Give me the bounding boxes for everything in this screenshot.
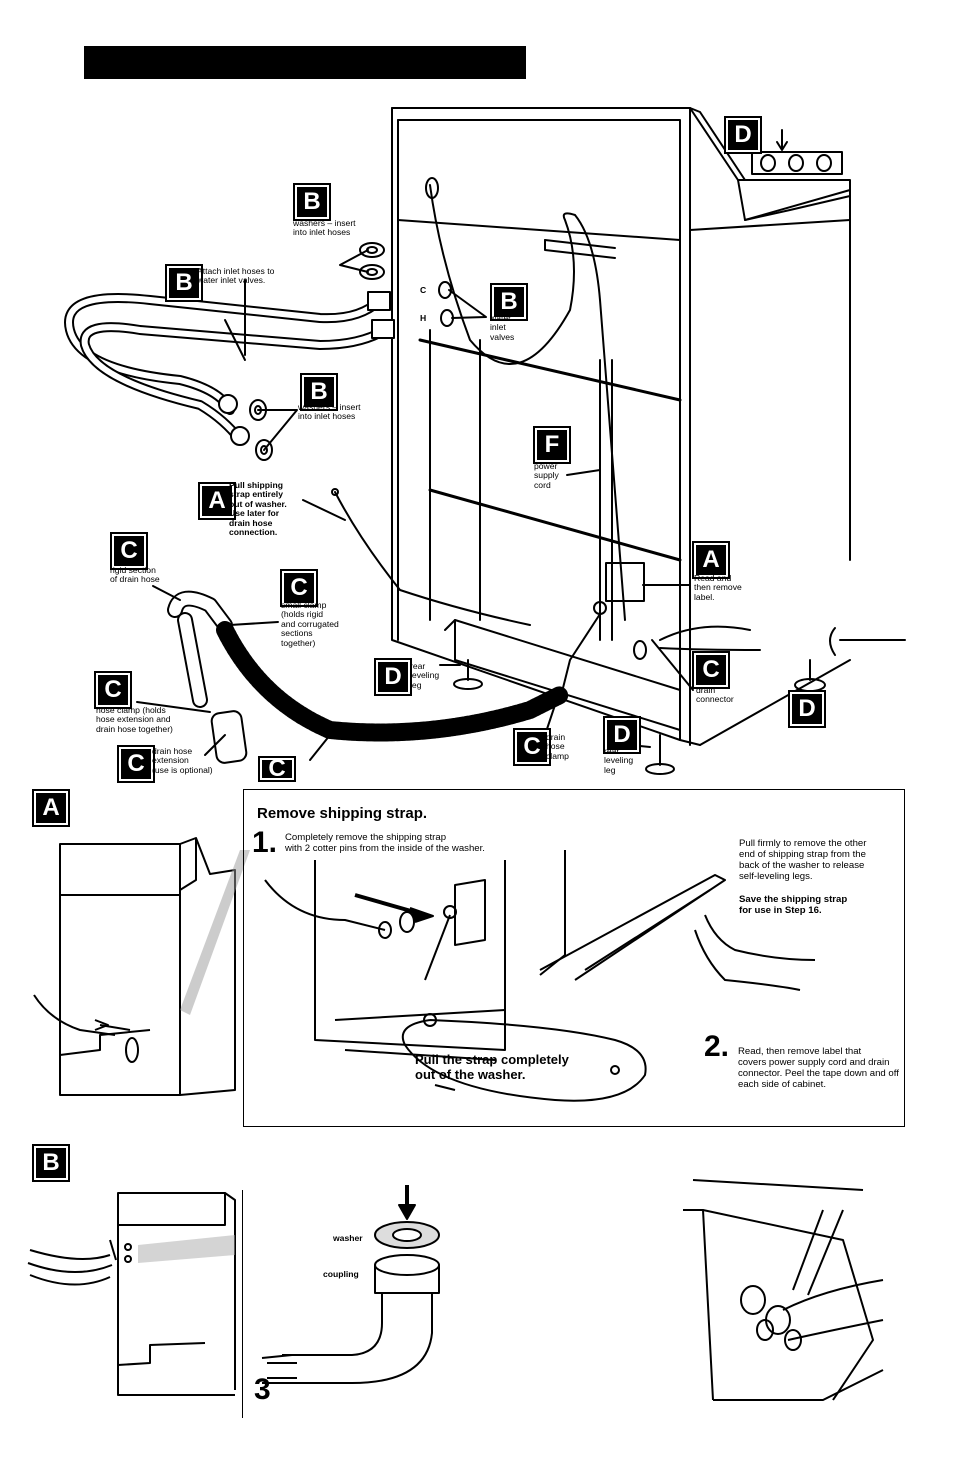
label-washers-mid: washers – insert into inlet hoses bbox=[298, 402, 361, 422]
badge-b-washers-mid: B bbox=[300, 373, 338, 411]
panel-a-strap-illustration bbox=[264, 850, 816, 1102]
badge-d-wrench: D bbox=[788, 690, 826, 728]
step-3-number: 3 bbox=[254, 1373, 271, 1406]
badge-f-cord: F bbox=[533, 426, 571, 464]
label-washer-part: washer bbox=[333, 1233, 363, 1243]
section-b-divider bbox=[242, 1190, 243, 1418]
label-rear-leveling-leg-2: rear leveling leg bbox=[604, 746, 634, 775]
badge-d-rear-leg-2: D bbox=[603, 716, 641, 754]
pull-firmly-text: Pull firmly to remove the other end of s… bbox=[739, 838, 867, 882]
step-2-number: 2. bbox=[704, 1030, 730, 1063]
label-hose-clamp: hose clamp (holds hose extension and dra… bbox=[96, 705, 173, 734]
label-small-clamp: small clamp (holds rigid and corrugated … bbox=[281, 600, 339, 648]
section-a-badge: A bbox=[32, 789, 70, 827]
step-1-number: 1. bbox=[252, 826, 278, 859]
hand-connecting-hose-illustration bbox=[683, 1179, 884, 1401]
badge-a-pull: A bbox=[198, 482, 236, 520]
label-coupling-part: coupling bbox=[323, 1269, 359, 1279]
label-pull-shipping: Pull shipping strap entirely out of wash… bbox=[229, 480, 287, 538]
label-water-inlet-valves: water inlet valves bbox=[490, 313, 515, 342]
label-power-supply-cord: power supply cord bbox=[534, 461, 559, 490]
badge-c-corrugated: C bbox=[258, 755, 296, 782]
label-rear-leveling-leg-1: rear leveling leg bbox=[410, 661, 440, 690]
badge-a-label: A bbox=[692, 541, 730, 579]
label-drain-hose-clamp: drain hose clamp bbox=[546, 732, 569, 761]
badge-b-attach: B bbox=[165, 264, 203, 302]
step-2-text: Read, then remove label that covers powe… bbox=[738, 1046, 899, 1090]
section-a-washer-illustration bbox=[33, 837, 250, 1096]
badge-c-small-clamp: C bbox=[280, 569, 318, 607]
pull-strap-caption: Pull the strap completely out of the was… bbox=[415, 1052, 569, 1082]
badge-c-connector: C bbox=[692, 651, 730, 689]
badge-c-drain-clamp: C bbox=[513, 728, 551, 766]
step-1-text: Completely remove the shipping strap wit… bbox=[285, 832, 485, 854]
badge-d-rear-leg-1: D bbox=[374, 658, 412, 696]
badge-c-extension: C bbox=[117, 745, 155, 783]
coupling-washer-illustration bbox=[261, 1185, 440, 1384]
label-rigid-section: rigid section of drain hose bbox=[110, 565, 160, 585]
badge-c-rigid: C bbox=[110, 532, 148, 570]
washer-rear-illustration bbox=[64, 107, 906, 775]
save-strap-text: Save the shipping strap for use in Step … bbox=[739, 894, 848, 916]
label-read-remove: Read and then remove label. bbox=[694, 573, 742, 602]
badge-c-hose-clamp: C bbox=[94, 671, 132, 709]
section-b-washer-illustration bbox=[27, 1192, 236, 1396]
section-b-badge: B bbox=[32, 1144, 70, 1182]
panel-a-heading: Remove shipping strap. bbox=[257, 805, 428, 822]
badge-d-level: D bbox=[724, 116, 762, 154]
badge-b-valves: B bbox=[490, 283, 528, 321]
page-title-bar bbox=[84, 46, 526, 79]
label-valve-h: H bbox=[420, 313, 427, 323]
label-drain-hose-extension: drain hose extension (use is optional) bbox=[152, 746, 213, 775]
badge-b-washers: B bbox=[293, 183, 331, 221]
label-drain-connector: drain connector bbox=[696, 685, 734, 705]
label-valve-c: C bbox=[420, 285, 427, 295]
label-attach-inlet: Attach inlet hoses to water inlet valves… bbox=[197, 266, 275, 286]
label-washers-top: washers – insert into inlet hoses bbox=[293, 218, 356, 238]
panel-remove-shipping-strap bbox=[243, 789, 905, 1127]
